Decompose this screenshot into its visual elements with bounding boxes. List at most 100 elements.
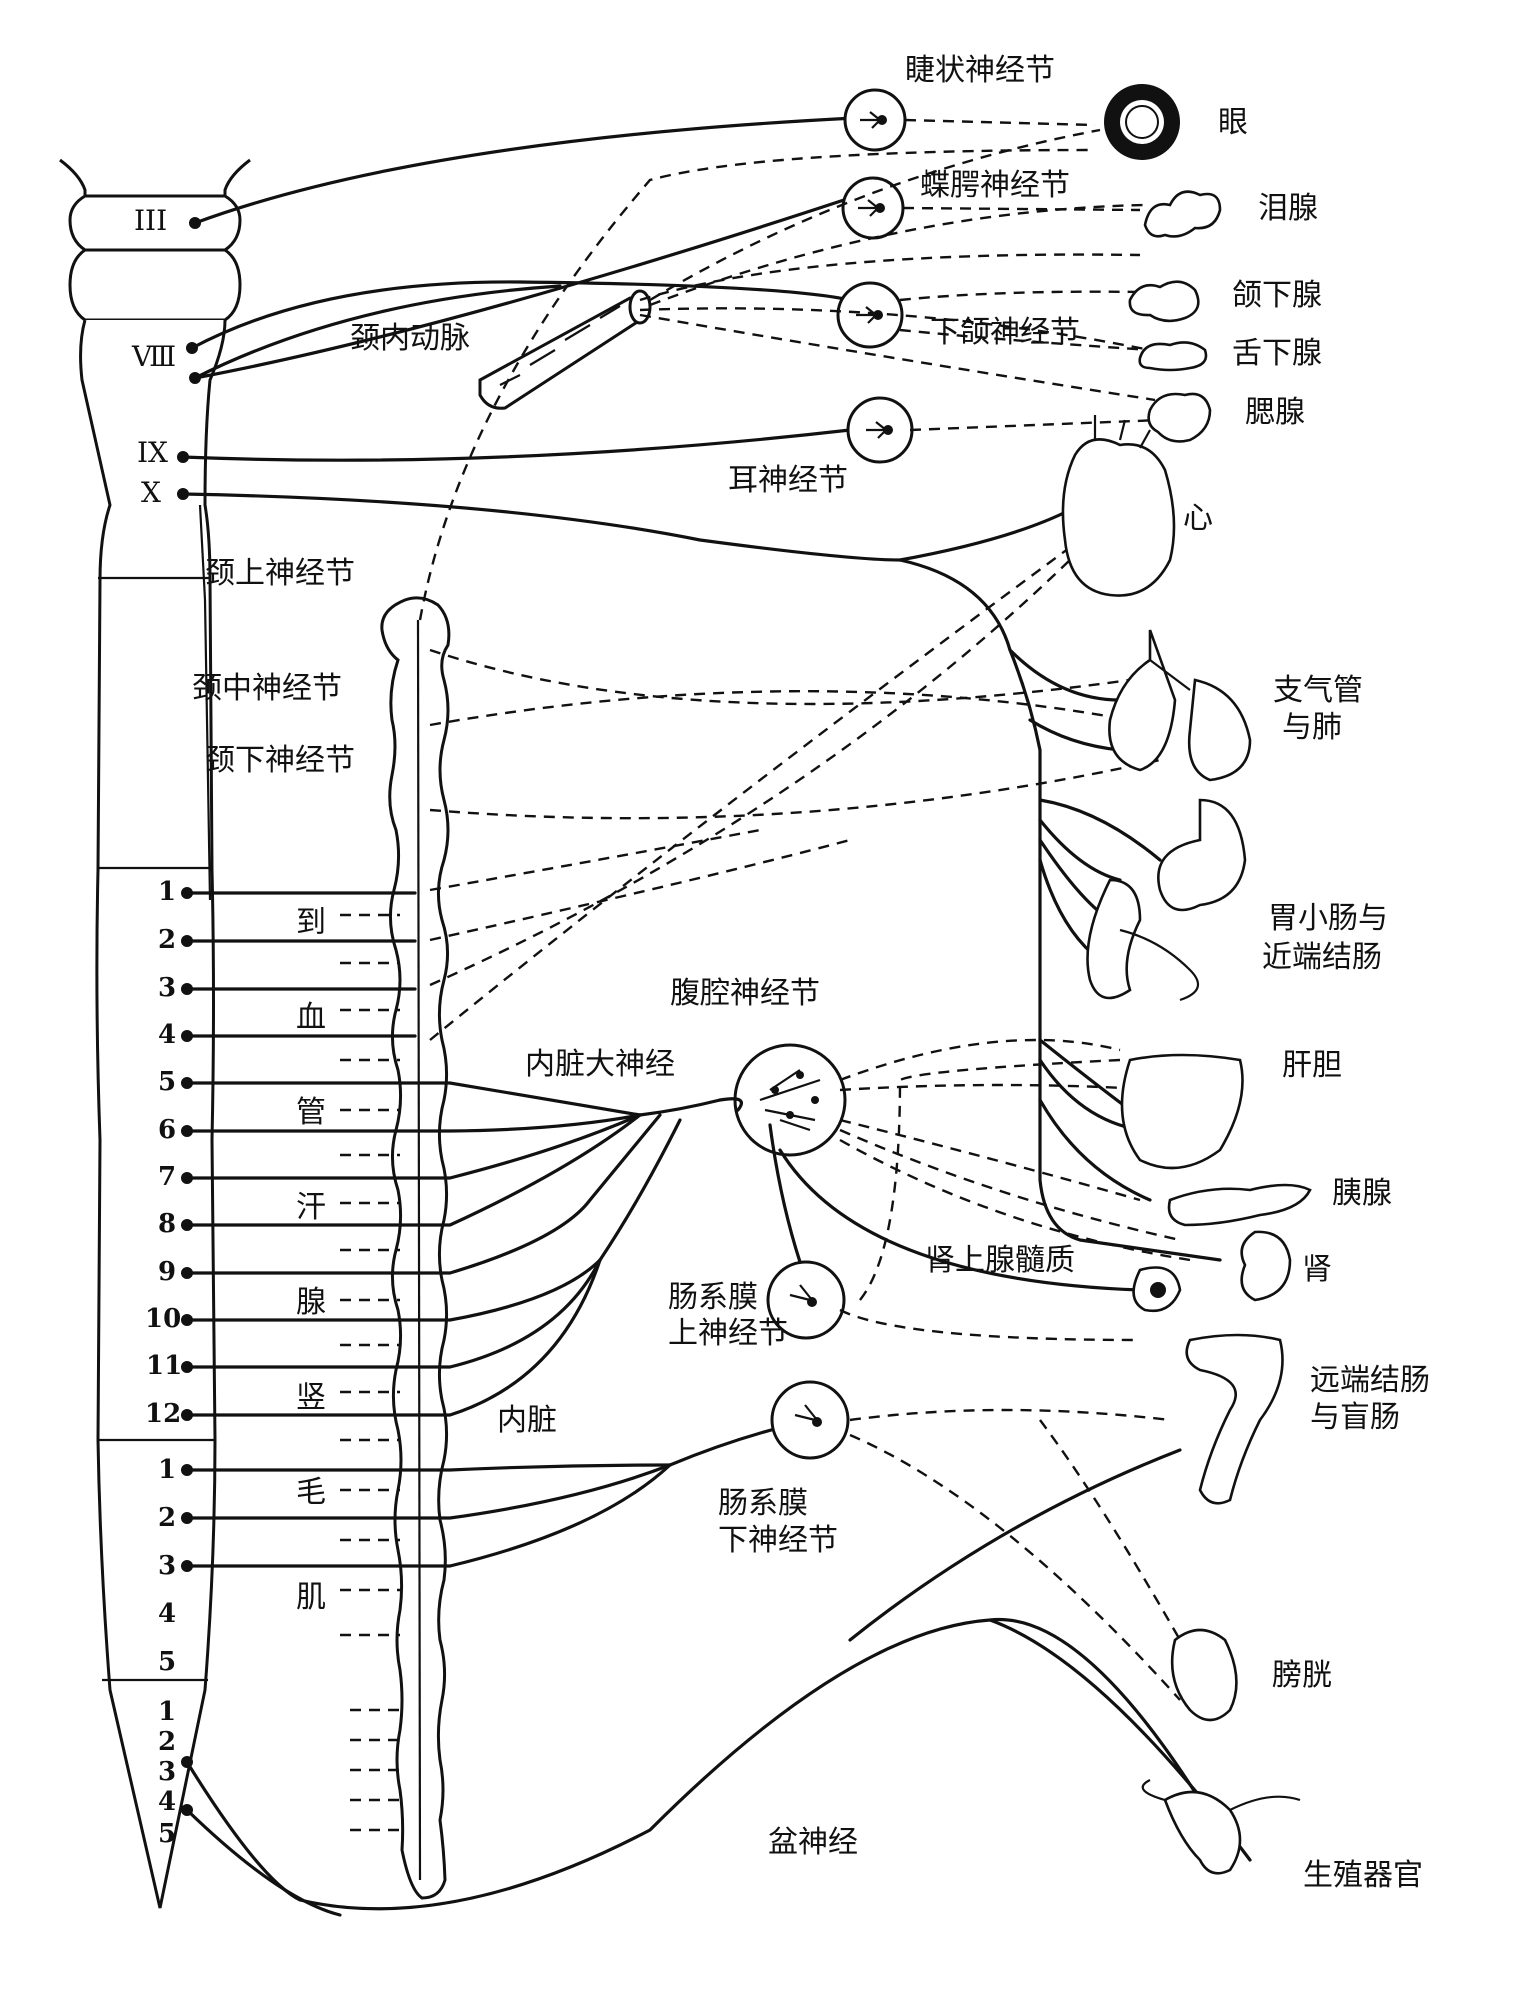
- thoracic-segment-labels: 1 2 3 4 5 6 7 8 9 10 11 12: [145, 877, 182, 1429]
- eye-icon: [1104, 84, 1180, 160]
- superior-cervical-label: 颈上神经节: [205, 556, 355, 591]
- adrenal-medulla-label: 肾上腺髓质: [925, 1243, 1075, 1278]
- sacral-segment-labels: 1 2 3 4 5: [158, 1697, 176, 1849]
- bronchi-label-1: 支气管: [1273, 673, 1363, 708]
- colon-label-1: 远端结肠: [1310, 1363, 1430, 1398]
- vertical-effector-labels: 到 血 管 汗 腺 竖 毛 肌: [296, 905, 326, 1615]
- effector-char-6: 竖: [296, 1380, 326, 1415]
- s2-label: 2: [158, 1727, 176, 1757]
- t4-label: 4: [158, 1020, 176, 1050]
- thoracic-preganglionic: [181, 887, 722, 1421]
- s1-label: 1: [158, 1697, 176, 1727]
- stomach-intestine: [1086, 798, 1247, 1002]
- sublingual-gland: [1138, 341, 1208, 372]
- sympathetic-to-organs: [429, 539, 1161, 1041]
- otic-ganglion-label: 耳神经节: [728, 463, 848, 498]
- submandibular-gland-label: 颌下腺: [1232, 278, 1322, 313]
- sublingual-gland-label: 舌下腺: [1232, 336, 1322, 371]
- lumbar-segment-labels: 1 2 3 4 5: [158, 1455, 176, 1677]
- stomach-label-1: 胃小肠与: [1268, 901, 1388, 936]
- eye-label: 眼: [1218, 105, 1248, 140]
- t12-label: 12: [145, 1399, 181, 1429]
- internal-carotid-artery: [478, 289, 652, 410]
- gray-rami: [340, 913, 400, 1832]
- pterygopalatine-ganglion: [841, 176, 905, 240]
- t1-label: 1: [158, 877, 176, 907]
- sup-mesenteric-label-1: 肠系膜: [668, 1280, 758, 1315]
- distal-colon: [1185, 1333, 1284, 1505]
- l2-label: 2: [158, 1503, 176, 1533]
- t6-label: 6: [158, 1115, 176, 1145]
- inferior-cervical-label: 颈下神经节: [205, 743, 355, 778]
- lung-icon: [1108, 629, 1252, 782]
- sup-mesenteric-label-2: 上神经节: [668, 1316, 788, 1351]
- otic-ganglion: [846, 396, 914, 464]
- s3-label: 3: [158, 1757, 176, 1787]
- l3-label: 3: [158, 1551, 176, 1581]
- lacrimal-gland: [1143, 190, 1222, 238]
- internal-carotid-label: 颈内动脉: [350, 321, 470, 356]
- l4-label: 4: [158, 1599, 176, 1629]
- cranial-ganglia: [836, 88, 914, 464]
- organs: [1061, 84, 1312, 1875]
- submandibular-gland: [1128, 280, 1200, 323]
- organ-labels: 眼 泪腺 颌下腺 舌下腺 腮腺 心 支气管 与肺 胃小肠与 近端结肠 肝胆 胰腺…: [1183, 105, 1430, 1893]
- nerve-x-label: X: [141, 476, 161, 509]
- effector-char-8: 肌: [296, 1580, 326, 1615]
- l1-label: 1: [158, 1455, 176, 1485]
- kidney-label: 肾: [1302, 1252, 1332, 1287]
- lacrimal-label: 泪腺: [1258, 191, 1318, 226]
- l5-label: 5: [158, 1647, 176, 1677]
- parotid-label: 腮腺: [1245, 395, 1305, 430]
- genitals-label: 生殖器官: [1303, 1858, 1423, 1893]
- bladder: [1170, 1628, 1238, 1722]
- celiac-ganglion: [718, 1043, 847, 1157]
- t5-label: 5: [158, 1067, 176, 1097]
- colon-label-2: 与盲肠: [1310, 1400, 1400, 1435]
- s5-label: 5: [158, 1819, 176, 1849]
- t7-label: 7: [158, 1162, 176, 1192]
- heart-label: 心: [1183, 501, 1213, 536]
- parotid-gland: [1147, 392, 1212, 443]
- ciliary-ganglion-label: 睫状神经节: [905, 53, 1055, 88]
- nerve-iii-label: III: [134, 204, 167, 237]
- greater-splanchnic-label: 内脏大神经: [525, 1047, 675, 1082]
- pelvic-nerve-label: 盆神经: [768, 1825, 858, 1860]
- celiac-outputs: [778, 1038, 1191, 1701]
- t3-label: 3: [158, 973, 176, 1003]
- splanchnic-label: 内脏: [497, 1403, 557, 1438]
- bladder-label: 膀胱: [1272, 1658, 1332, 1693]
- pancreas: [1167, 1183, 1312, 1227]
- inf-mesenteric-label-1: 肠系膜: [718, 1486, 808, 1521]
- heart-icon: [1061, 415, 1176, 597]
- submandibular-ganglion-label: 下颌神经节: [930, 315, 1080, 350]
- pancreas-label: 胰腺: [1332, 1176, 1392, 1211]
- cranial-postganglionic-fibers: [418, 118, 1161, 621]
- liver-gallbladder: [1120, 1053, 1244, 1170]
- liver-label: 肝胆: [1282, 1048, 1342, 1083]
- inferior-mesenteric-ganglion: [770, 1380, 850, 1460]
- middle-cervical-label: 颈中神经节: [192, 671, 342, 706]
- t11-label: 11: [146, 1351, 182, 1381]
- effector-char-3: 管: [296, 1095, 326, 1130]
- submandibular-ganglion: [836, 281, 904, 349]
- ciliary-ganglion: [843, 88, 907, 152]
- inf-mesenteric-label-2: 下神经节: [718, 1523, 838, 1558]
- ganglion-labels: 睫状神经节 蝶腭神经节 下颌神经节 耳神经节 颈内动脉 颈上神经节 颈中神经节 …: [192, 53, 1080, 1860]
- effector-char-5: 腺: [296, 1285, 326, 1320]
- t9-label: 9: [158, 1257, 176, 1287]
- effector-char-4: 汗: [296, 1190, 326, 1225]
- brainstem-nerve-labels: III Ⅷ IX X: [131, 204, 176, 509]
- effector-char-2: 血: [296, 1000, 326, 1035]
- superior-mesenteric-ganglion: [766, 1123, 846, 1340]
- adrenal-medulla: [1132, 1266, 1182, 1313]
- lumbar-preganglionic: [181, 1423, 792, 1572]
- celiac-ganglion-label: 腹腔神经节: [670, 976, 820, 1011]
- stomach-label-2: 近端结肠: [1262, 940, 1382, 975]
- spinal-cord: [59, 158, 251, 1909]
- t8-label: 8: [158, 1209, 176, 1239]
- effector-char-7: 毛: [296, 1475, 326, 1510]
- s4-label: 4: [158, 1787, 176, 1817]
- genital-organs: [1141, 1779, 1301, 1875]
